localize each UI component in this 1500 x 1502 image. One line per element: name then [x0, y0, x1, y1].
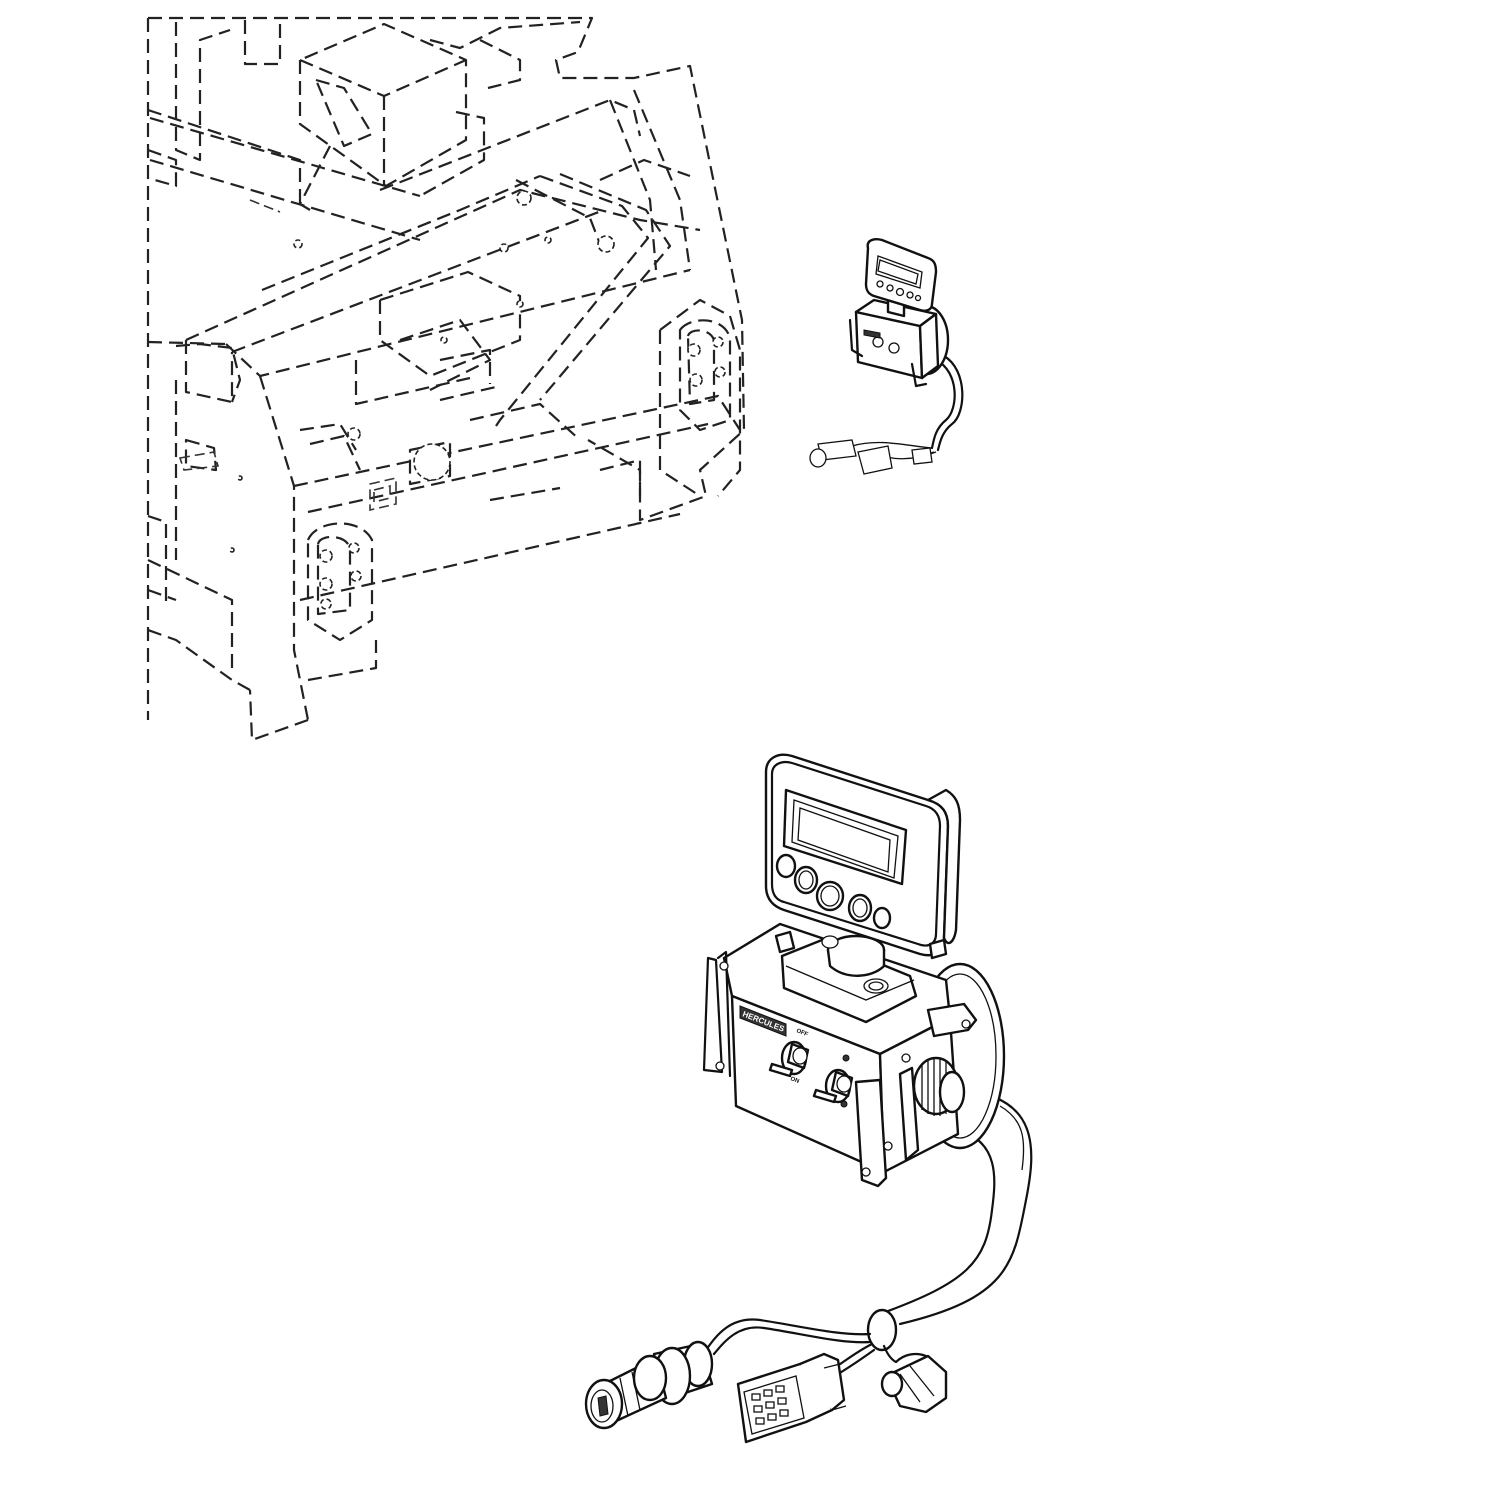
- lcd-screen: [782, 788, 908, 886]
- console-overview: [809, 238, 964, 475]
- connector-pins: [751, 1385, 789, 1425]
- control-box: HERCULES OFF ON: [702, 922, 978, 1188]
- display-buttons: [775, 853, 892, 930]
- weigh-display-head: [764, 753, 962, 960]
- switch-off-label: OFF: [795, 1028, 809, 1038]
- side-cable-gland: [912, 1056, 966, 1116]
- machine-frame-hidden: [146, 16, 746, 742]
- switch-on-label: ON: [789, 1076, 800, 1085]
- multipin-connector: [736, 1352, 847, 1444]
- trailer-plug-connector: [584, 1340, 714, 1430]
- console-detail: HERCULES OFF ON: [584, 753, 1033, 1444]
- sensor-connector: [880, 1352, 948, 1414]
- function-toggle-switch: [812, 1054, 854, 1108]
- power-toggle-switch: OFF ON: [768, 1028, 810, 1085]
